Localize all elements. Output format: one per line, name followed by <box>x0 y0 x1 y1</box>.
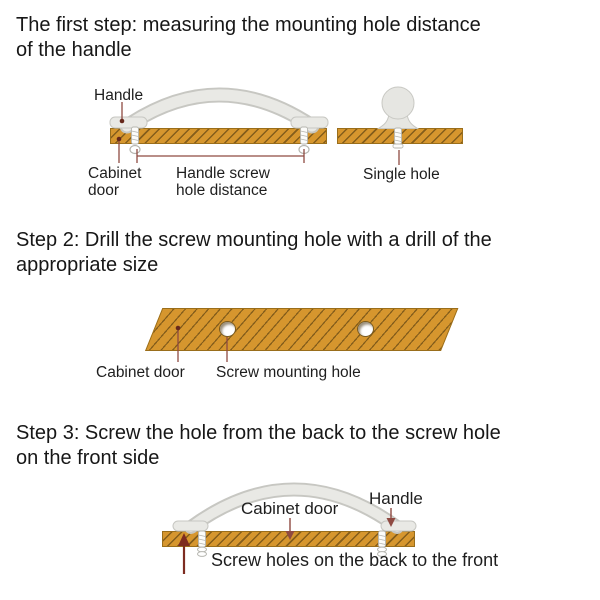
step2-title-line2: appropriate size <box>16 254 159 276</box>
screw-mounting-hole-right <box>357 321 374 337</box>
single-hole-label: Single hole <box>363 166 440 183</box>
knob-illustration <box>376 86 420 129</box>
step1-title-line1: The first step: measuring the mounting h… <box>16 14 481 36</box>
cabinet-door-label-step2: Cabinet door <box>96 364 185 381</box>
handle-label-step3: Handle <box>369 489 423 508</box>
step2-title-line1: Step 2: Drill the screw mounting hole wi… <box>16 229 492 251</box>
cabinet-door-board-step2 <box>145 308 459 351</box>
handle-pointer-line <box>119 102 125 124</box>
step3-title-line1: Step 3: Screw the hole from the back to … <box>16 422 501 444</box>
step3-title-line2: on the front side <box>16 447 160 469</box>
cabinet-door-label: Cabinet door <box>88 165 142 199</box>
handle-arrow-step3 <box>386 508 396 527</box>
screw-holes-back-to-front-label: Screw holes on the back to the front <box>211 550 499 570</box>
cabinet-door-bar-single-hole <box>337 128 463 144</box>
step1-title-line2: of the handle <box>16 39 132 61</box>
cabinet-door-bar-step1 <box>110 128 327 144</box>
step1-title: The first step: measuring the mounting h… <box>16 13 588 63</box>
screw-hole-distance-label: Handle screw hole distance <box>176 165 270 199</box>
dimension-line <box>136 149 305 163</box>
screw-mounting-hole-label: Screw mounting hole <box>216 364 361 381</box>
step3-title: Step 3: Screw the hole from the back to … <box>16 421 588 471</box>
cabinet-door-bar-step3 <box>162 531 415 547</box>
screw-mounting-hole-left <box>219 321 236 337</box>
cabinet-door-label-step3: Cabinet door <box>241 499 339 518</box>
step2-title: Step 2: Drill the screw mounting hole wi… <box>16 228 588 278</box>
handle-label: Handle <box>94 87 144 104</box>
